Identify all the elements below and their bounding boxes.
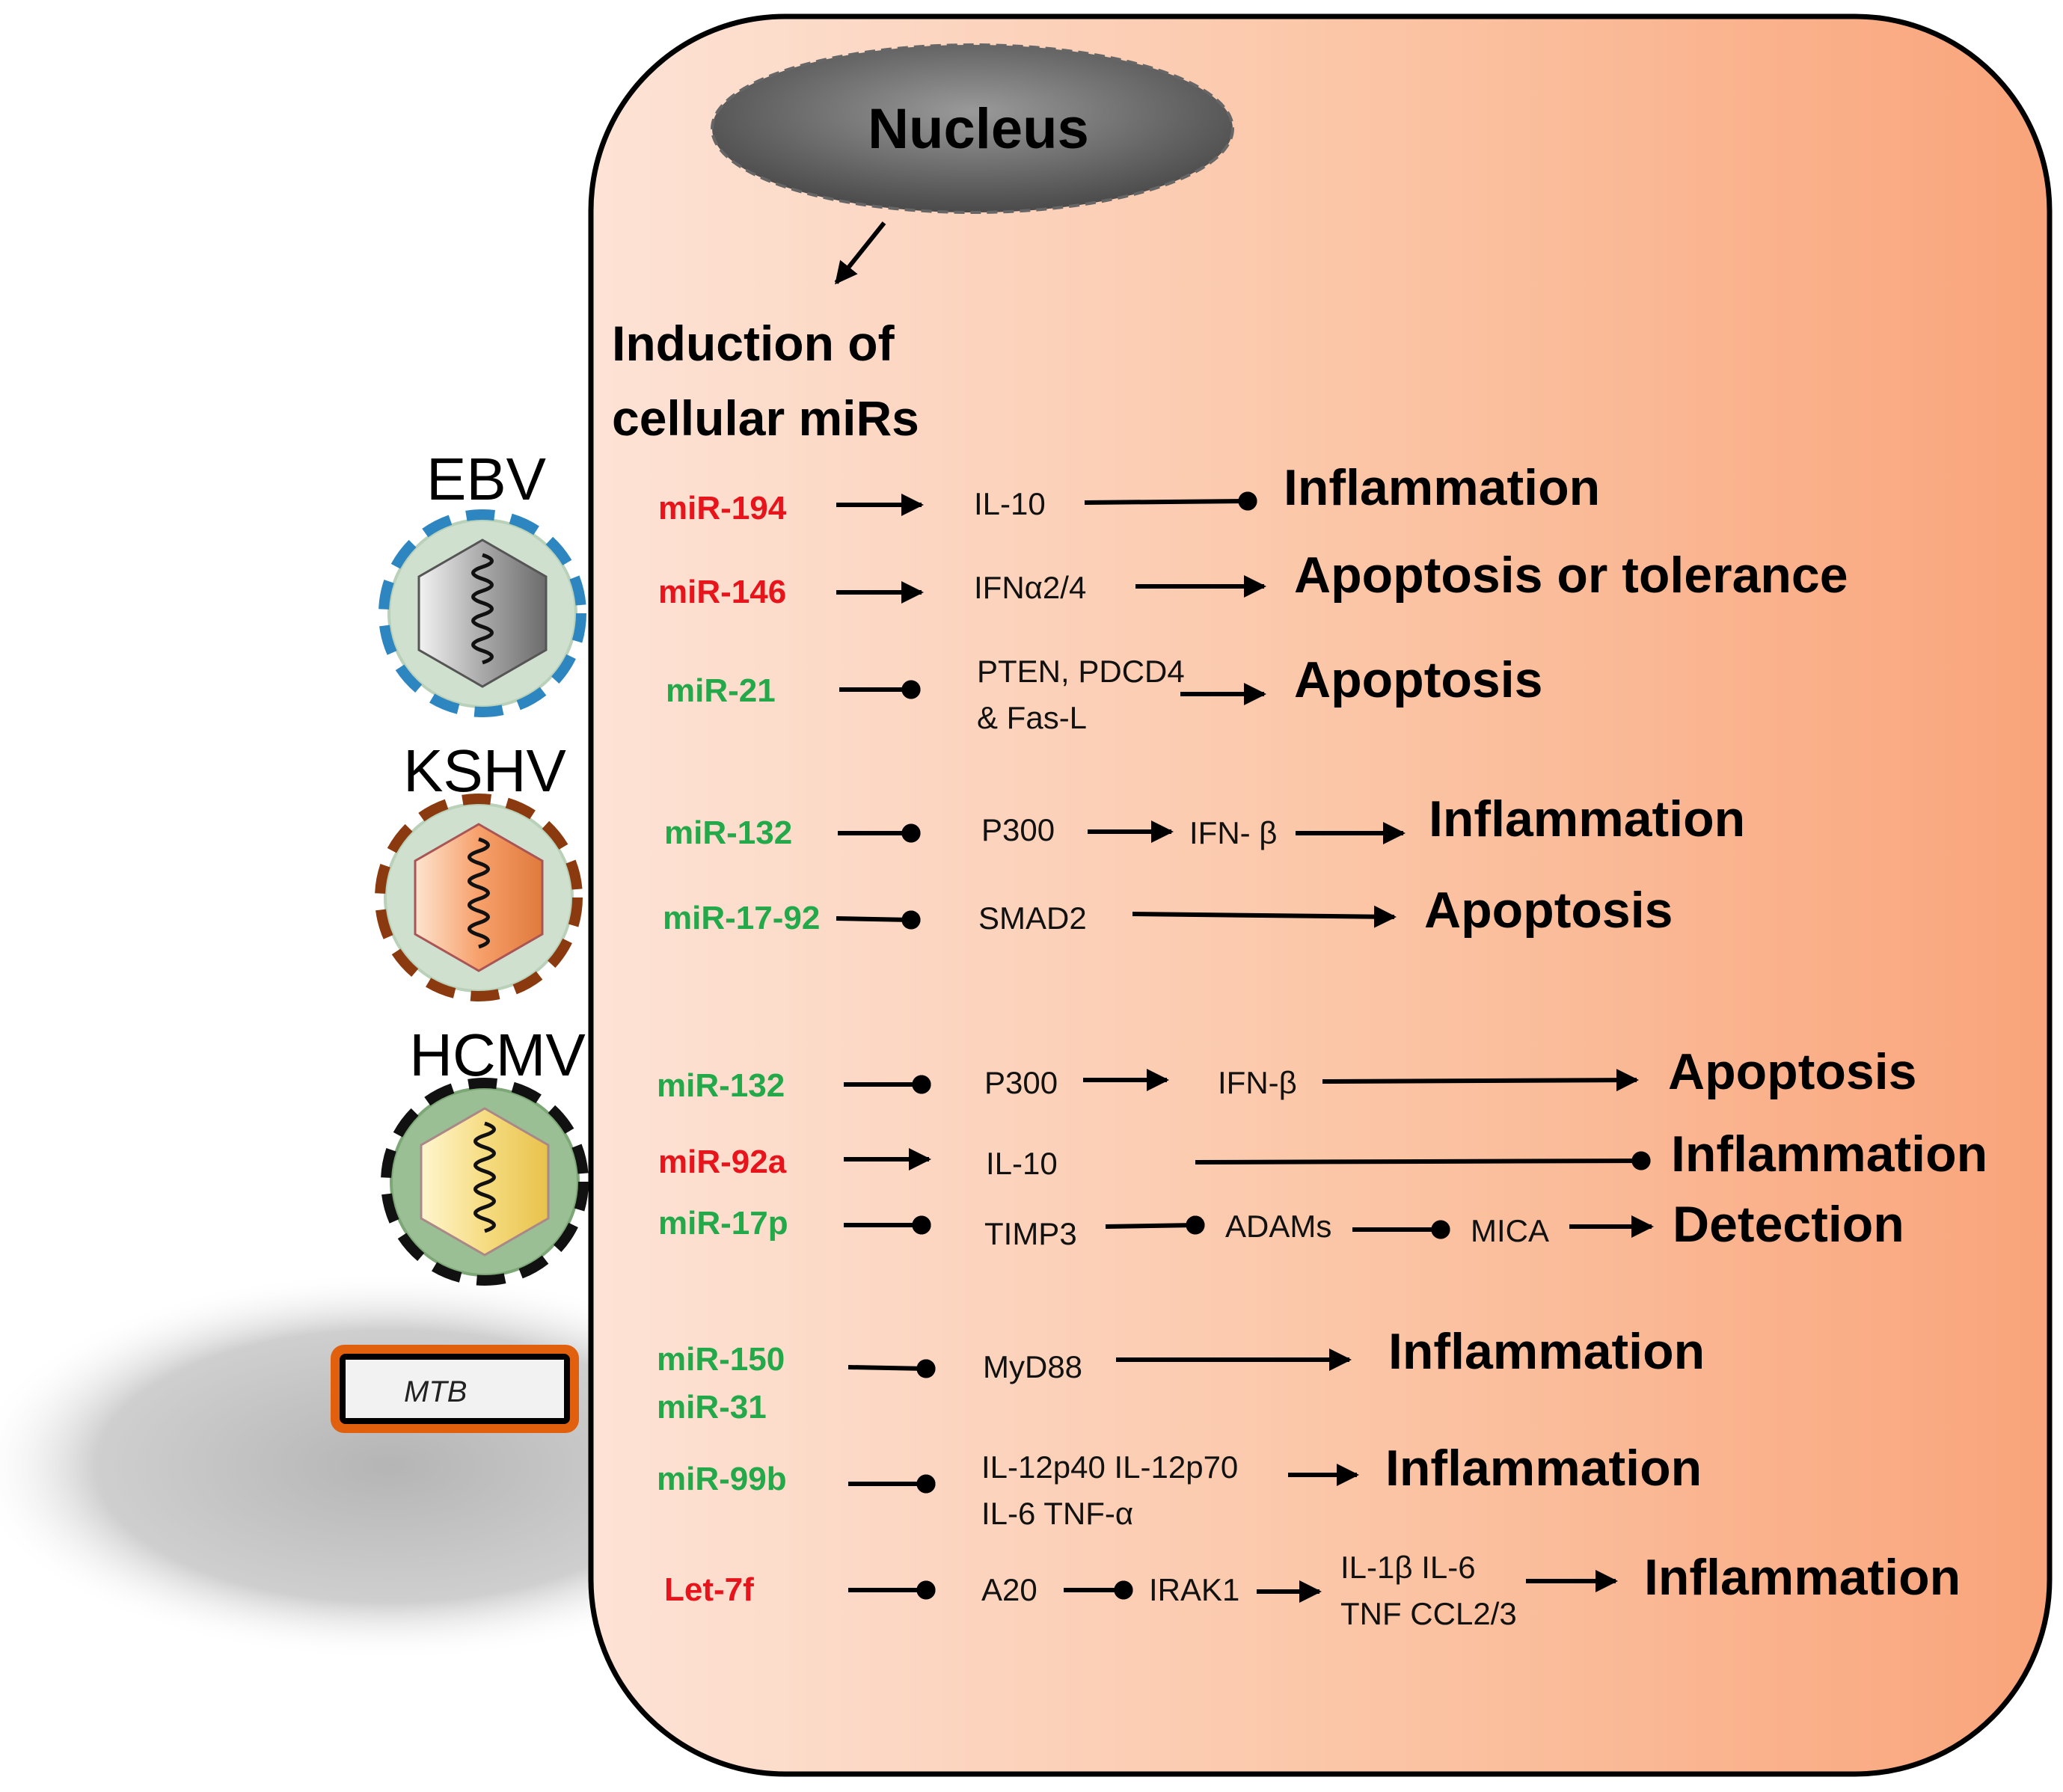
outcome-label: Inflammation — [1388, 1323, 1705, 1380]
mir-label: miR-132 — [657, 1067, 785, 1104]
inhibition-connector — [836, 910, 921, 930]
target-label: TNF CCL2/3 — [1340, 1596, 1517, 1631]
target-label: IFNα2/4 — [974, 570, 1086, 605]
nucleus-arrow — [834, 221, 886, 285]
mtb-box: MTB — [331, 1345, 579, 1433]
target-label: IL-10 — [974, 486, 1046, 521]
mir-label: miR-132 — [664, 814, 792, 851]
mir-label: miR-150 — [657, 1341, 785, 1378]
target-label: MyD88 — [983, 1349, 1082, 1384]
inhibition-connector — [847, 1359, 936, 1378]
induction-line2: cellular miRs — [612, 390, 919, 446]
mir-label: miR-17p — [658, 1205, 788, 1242]
induction-line1: Induction of — [612, 316, 895, 371]
mir-label: miR-146 — [658, 574, 786, 610]
virus-label-hcmv: HCMV — [409, 1022, 586, 1088]
target-label: ADAMs — [1225, 1209, 1331, 1244]
target-label: & Fas-L — [977, 700, 1087, 735]
cell-body — [588, 13, 2053, 1777]
target-label: IL-12p40 IL-12p70 — [981, 1449, 1238, 1485]
mir-label: miR-92a — [658, 1144, 787, 1180]
target-label: SMAD2 — [978, 900, 1087, 936]
activation-arrow — [1132, 905, 1397, 928]
target-label: IFN-β — [1218, 1065, 1297, 1100]
inhibition-connector — [1105, 1215, 1205, 1235]
outcome-label: Inflammation — [1284, 459, 1600, 516]
mir-label: miR-17-92 — [663, 900, 820, 936]
outcome-label: Detection — [1673, 1196, 1904, 1253]
activation-arrow — [1322, 1069, 1639, 1092]
hcmv-virion-icon — [381, 1078, 589, 1286]
virus-label-ebv: EBV — [426, 446, 547, 512]
target-label: MICA — [1471, 1213, 1549, 1248]
target-label: P300 — [984, 1065, 1058, 1100]
virus-label-kshv: KSHV — [403, 737, 566, 804]
target-label: IL-6 TNF-α — [981, 1496, 1133, 1531]
mir-label: miR-99b — [657, 1461, 787, 1497]
inhibition-connector — [1195, 1151, 1651, 1170]
target-label: PTEN, PDCD4 — [977, 654, 1185, 689]
mir-label: miR-194 — [658, 490, 787, 527]
nucleus — [711, 43, 1234, 214]
outcome-label: Apoptosis — [1424, 882, 1673, 939]
target-label: IFN- β — [1189, 815, 1277, 850]
ebv-virion-icon — [378, 509, 586, 717]
nucleus-label: Nucleus — [868, 97, 1089, 161]
outcome-label: Inflammation — [1385, 1440, 1702, 1497]
target-label: IRAK1 — [1149, 1572, 1239, 1607]
target-label: TIMP3 — [984, 1216, 1077, 1251]
outcome-label: Inflammation — [1429, 791, 1745, 847]
mir-label: miR-21 — [666, 672, 776, 709]
outcome-label: Apoptosis or tolerance — [1294, 547, 1848, 604]
outcome-label: Inflammation — [1671, 1126, 1987, 1182]
outcome-label: Apoptosis — [1294, 651, 1542, 708]
mtb-label: MTB — [404, 1375, 467, 1408]
target-label: P300 — [981, 812, 1055, 847]
kshv-virion-icon — [375, 794, 583, 1001]
target-label: IL-1β IL-6 — [1340, 1550, 1476, 1585]
outcome-label: Apoptosis — [1668, 1043, 1916, 1100]
mir-label: Let-7f — [664, 1571, 754, 1608]
outcome-label: Inflammation — [1644, 1549, 1961, 1606]
target-label: IL-10 — [986, 1146, 1058, 1181]
mir-label: miR-31 — [657, 1389, 767, 1426]
inhibition-connector — [1084, 491, 1257, 511]
target-label: A20 — [981, 1572, 1037, 1607]
